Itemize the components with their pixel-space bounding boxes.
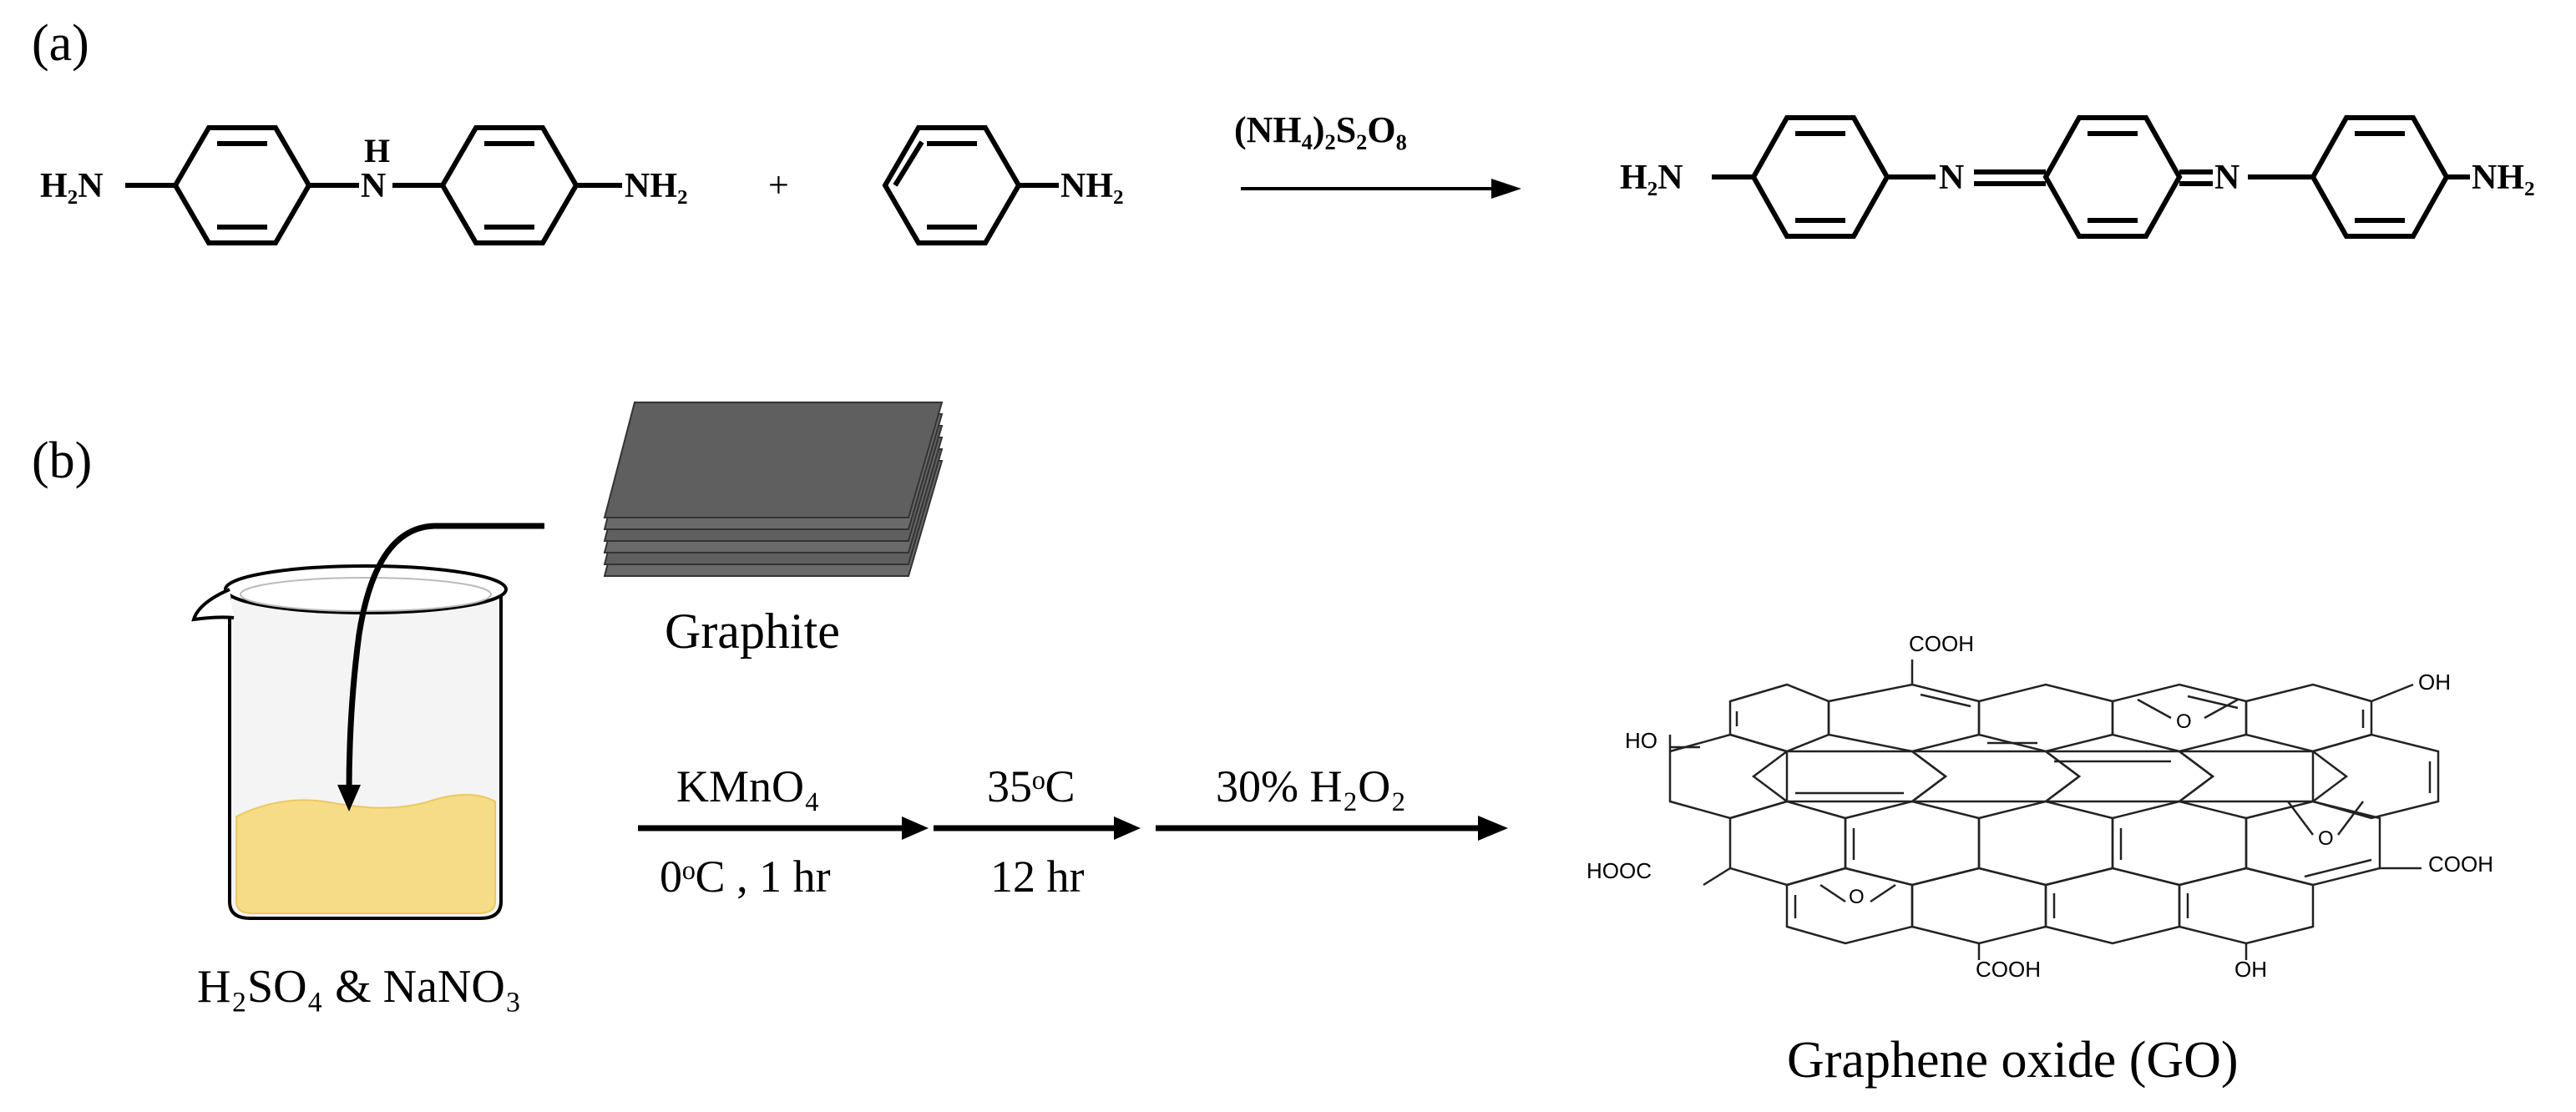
graphene-oxide-structure xyxy=(1668,660,2440,960)
go-oh-top-right: OH xyxy=(2418,670,2451,695)
reactant1-right-amine: NH₂ xyxy=(625,167,688,205)
product-quinonediimine xyxy=(1712,115,2470,239)
reactant-aniline xyxy=(882,125,1059,245)
addition-arrow-head xyxy=(337,785,361,811)
graphite-label: Graphite xyxy=(665,604,840,659)
panel-b-label: (b) xyxy=(32,432,92,489)
product-left-amine: H₂N xyxy=(1620,159,1683,197)
reactant1-bridge-n: N xyxy=(361,167,386,205)
go-ring xyxy=(1728,683,1830,753)
beaker-label: H₂SO₄ & NaNO₃ xyxy=(197,961,521,1013)
aniline-amine: NH₂ xyxy=(1060,167,1124,205)
product-right-amine: NH₂ xyxy=(2472,159,2535,197)
graphene-oxide-label: Graphene oxide (GO) xyxy=(1787,1032,2239,1089)
reagent-label: (NH₄)₂S₂O₈ xyxy=(1234,109,1407,150)
process-steps xyxy=(638,816,1508,841)
beaker xyxy=(191,564,508,920)
beaker-liquid xyxy=(235,793,496,914)
step3-reagent: 30% H₂O₂ xyxy=(1216,761,1406,811)
step2-time: 12 hr xyxy=(990,852,1085,902)
graphite-stack xyxy=(603,402,944,577)
go-epoxy-top: O xyxy=(2176,710,2192,733)
go-ho-left: HO xyxy=(1625,728,1657,753)
step1-condition: 0ᵒC , 1 hr xyxy=(660,852,831,902)
plus-sign: + xyxy=(768,164,789,205)
go-cooh-right: COOH xyxy=(2428,852,2493,877)
step2-temperature: 35ᵒC xyxy=(987,761,1075,811)
addition-arrow xyxy=(346,523,544,794)
product-quinoid-ring xyxy=(2042,115,2183,239)
beaker-spout xyxy=(191,588,235,622)
product-imine-n2: N xyxy=(2214,159,2239,197)
reaction-arrow-a-head xyxy=(1491,179,1521,199)
go-epoxy-bottom: O xyxy=(1849,886,1865,908)
go-cooh-top: COOH xyxy=(1909,631,1974,656)
go-cooh-bottom: COOH xyxy=(1976,957,2041,982)
go-epoxy-mid-right: O xyxy=(2318,827,2334,850)
product-imine-n1: N xyxy=(1939,159,1964,197)
go-hooc-left: HOOC xyxy=(1587,858,1652,883)
step1-reagent: KMnO₄ xyxy=(676,761,820,811)
reactant-diaminodiphenylamine xyxy=(125,125,622,245)
go-oh-bottom: OH xyxy=(2234,957,2267,982)
benzene-ring-aniline xyxy=(882,125,1022,245)
reactant1-bridge-h: H xyxy=(364,132,390,169)
reactant1-left-amine: H₂N xyxy=(40,167,104,205)
panel-a-label: (a) xyxy=(32,15,89,72)
